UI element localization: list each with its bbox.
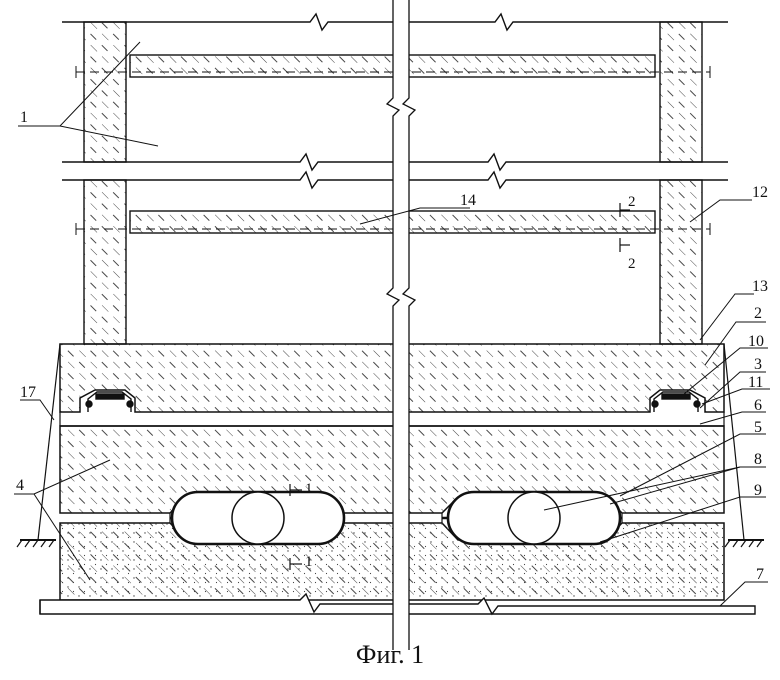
callout-12: 12 [752, 184, 768, 201]
callout-8: 8 [754, 451, 762, 468]
callout-labels: 1 2 3 4 5 6 7 8 9 10 11 12 13 14 17 [16, 109, 768, 583]
section-2-top: 2 [628, 194, 636, 210]
shear-key-right [651, 391, 701, 412]
left-column [83, 21, 127, 345]
callout-3: 3 [754, 356, 762, 373]
shear-key-left [85, 391, 134, 412]
figure-caption: Фиг. 1 [355, 640, 425, 669]
side-ties [16, 343, 764, 548]
break-strip [385, 0, 417, 650]
callout-7: 7 [756, 566, 764, 583]
callout-2: 2 [754, 305, 762, 322]
callout-14: 14 [460, 192, 476, 209]
callout-11: 11 [748, 374, 763, 391]
section-labels: 1 1 2 2 [305, 194, 636, 570]
upper-foundation-slab [59, 343, 725, 413]
section-1-top: 1 [305, 481, 313, 497]
section-1-bottom: 1 [305, 554, 313, 570]
callout-10: 10 [748, 333, 764, 350]
section-2-bottom: 2 [628, 256, 636, 272]
callout-9: 9 [754, 482, 762, 499]
right-column [659, 21, 703, 345]
callout-6: 6 [754, 397, 762, 414]
callout-17: 17 [20, 384, 36, 401]
damper-capsule-right [446, 490, 622, 546]
callout-4: 4 [16, 477, 24, 494]
callout-13: 13 [752, 278, 768, 295]
leader-lines [14, 41, 770, 607]
callout-5: 5 [754, 419, 762, 436]
damper-capsule-left [170, 490, 346, 546]
section-marks [289, 203, 630, 570]
callout-1: 1 [20, 109, 28, 126]
